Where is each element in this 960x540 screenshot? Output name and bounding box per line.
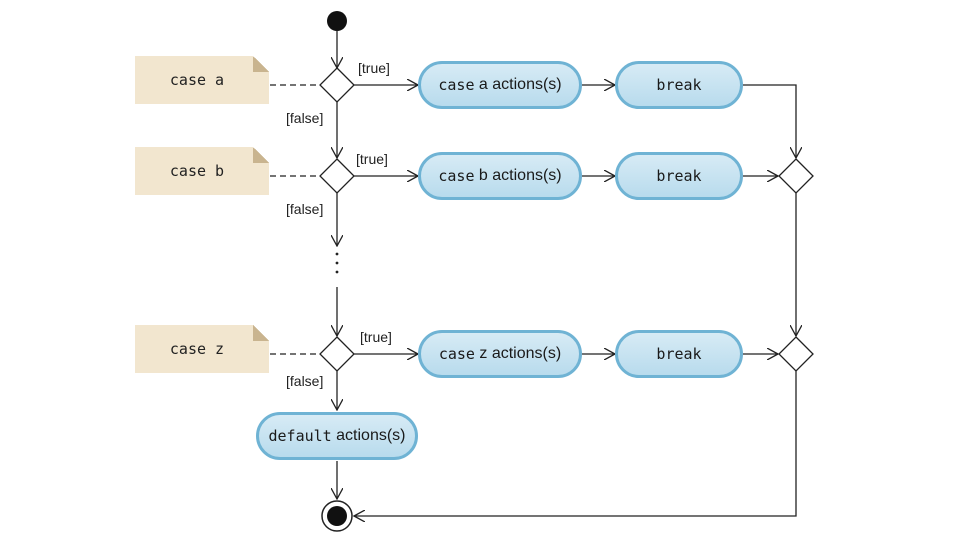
- ellipsis-dot: [335, 270, 339, 274]
- merge-z: [778, 336, 814, 372]
- merge-b: [778, 158, 814, 194]
- guard-true-z: [true]: [360, 329, 392, 345]
- guard-false-b: [false]: [286, 201, 324, 217]
- final-node-core: [327, 506, 347, 526]
- guard-false-z: [false]: [286, 373, 324, 389]
- break-z: break: [615, 330, 743, 378]
- flow-break-a-to-merge-b: [743, 84, 796, 158]
- decision-a: [319, 67, 355, 103]
- note-case-a: case a: [135, 56, 269, 104]
- action-case-z-keyword: case: [438, 345, 475, 363]
- action-default: default actions(s): [256, 412, 418, 460]
- note-case-z: case z: [135, 325, 269, 373]
- ellipsis-dot: [335, 252, 339, 256]
- note-case-b: case b: [135, 147, 269, 195]
- action-default-keyword: default: [268, 427, 332, 445]
- guard-false-a: [false]: [286, 110, 324, 126]
- action-case-a-keyword: case: [438, 76, 475, 94]
- break-a-label: break: [656, 76, 702, 94]
- note-case-b-label: case b: [169, 162, 225, 180]
- guard-true-b: [true]: [356, 151, 388, 167]
- action-case-z: case z actions(s): [418, 330, 582, 378]
- action-case-b: case b actions(s): [418, 152, 582, 200]
- ellipsis-dot: [335, 261, 339, 265]
- action-default-text: actions(s): [331, 427, 406, 444]
- break-z-label: break: [656, 345, 702, 363]
- initial-node: [327, 11, 347, 31]
- action-case-b-text: b actions(s): [474, 167, 562, 184]
- decision-z: [319, 336, 355, 372]
- note-case-a-label: case a: [169, 71, 225, 89]
- action-case-a: case a actions(s): [418, 61, 582, 109]
- break-b: break: [615, 152, 743, 200]
- guard-true-a: [true]: [358, 60, 390, 76]
- break-b-label: break: [656, 167, 702, 185]
- flow-merge-z-to-final: [354, 371, 797, 516]
- action-case-b-keyword: case: [438, 167, 475, 185]
- action-case-a-text: a actions(s): [474, 76, 562, 93]
- action-case-z-text: z actions(s): [474, 345, 562, 362]
- break-a: break: [615, 61, 743, 109]
- decision-b: [319, 158, 355, 194]
- note-case-z-label: case z: [169, 340, 225, 358]
